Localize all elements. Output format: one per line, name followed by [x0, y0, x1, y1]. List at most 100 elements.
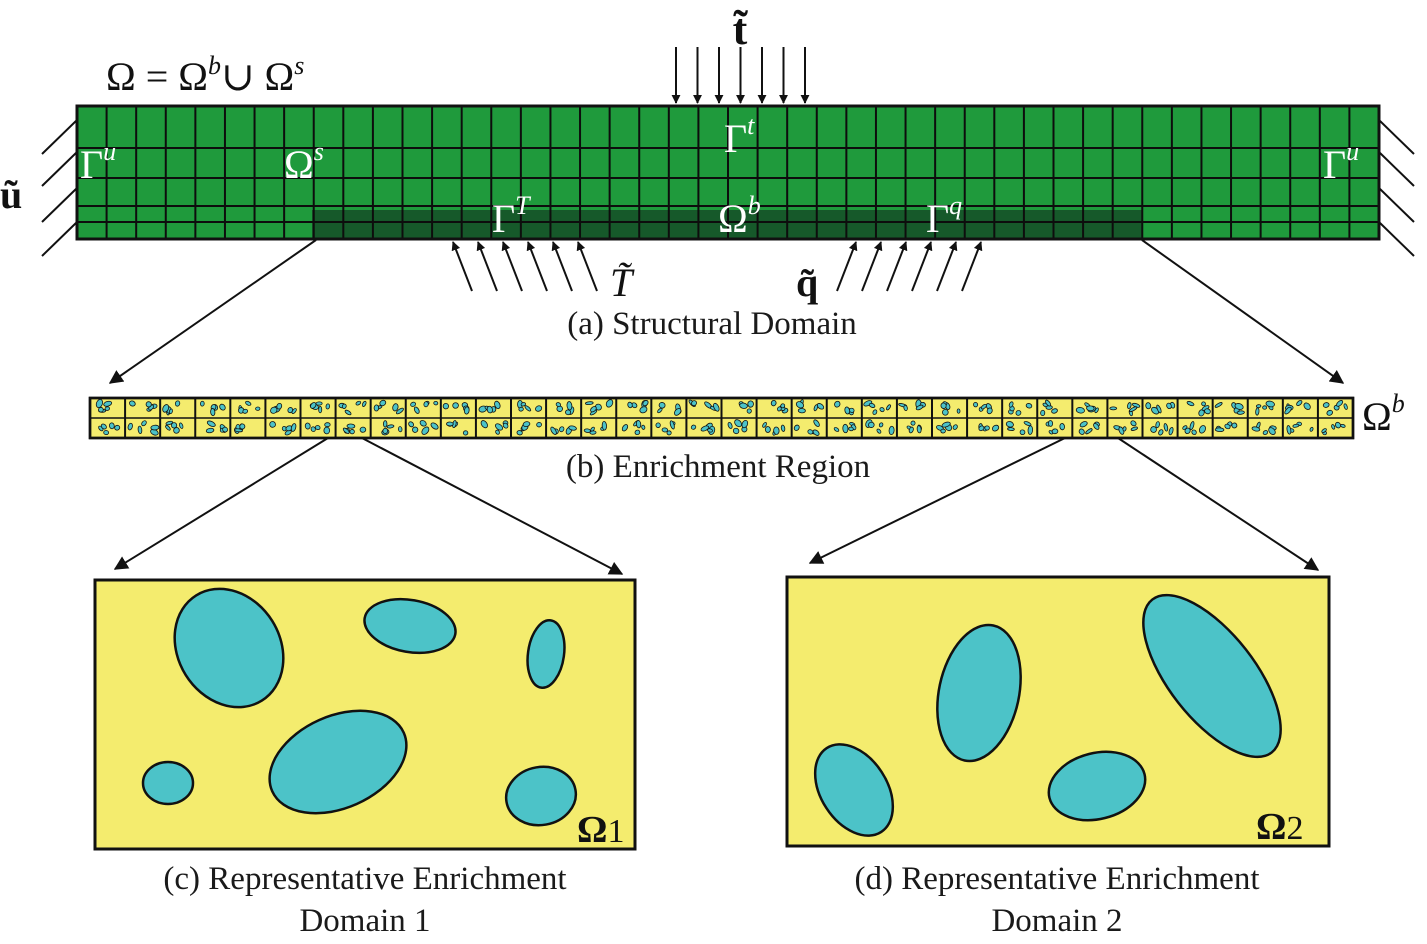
micro-inclusion: [1184, 427, 1191, 435]
micro-inclusion: [559, 426, 565, 433]
micro-inclusion: [127, 422, 133, 431]
micro-inclusion: [355, 400, 362, 406]
micro-inclusion: [324, 422, 331, 428]
micro-inclusion: [287, 407, 294, 414]
micro-inclusion: [903, 404, 908, 411]
micro-inclusion: [834, 400, 841, 408]
micro-inclusion: [494, 400, 501, 410]
micro-inclusion: [1005, 421, 1014, 428]
micro-inclusion: [812, 429, 820, 436]
micro-inclusion: [410, 401, 417, 407]
heat-flux-arrows: [836, 241, 983, 292]
micro-inclusion: [1326, 409, 1333, 416]
micro-inclusion: [1007, 427, 1015, 431]
micro-inclusion: [1059, 423, 1065, 431]
inclusion: [504, 765, 578, 827]
micro-inclusion: [245, 400, 252, 406]
micro-inclusion: [713, 402, 720, 412]
micro-inclusion: [1086, 405, 1095, 412]
micro-inclusion: [601, 420, 607, 431]
heat-flux-arrow: [836, 241, 858, 292]
enrichment-region-strip: [88, 396, 1355, 440]
micro-inclusion: [522, 421, 531, 428]
micro-inclusion: [419, 420, 427, 427]
micro-inclusion: [1336, 400, 1344, 407]
micro-inclusion: [210, 408, 216, 417]
traction-arrows: [671, 47, 810, 104]
heat-flux-arrow: [861, 241, 883, 292]
micro-inclusion: [1051, 408, 1058, 414]
micro-inclusion: [639, 406, 648, 414]
micro-inclusion: [495, 429, 500, 435]
micro-inclusion: [276, 402, 283, 410]
gamma-q-label: Γq: [926, 191, 962, 241]
micro-inclusion: [430, 422, 439, 430]
micro-inclusion: [1163, 423, 1169, 432]
micro-inclusion: [1189, 421, 1195, 431]
omega-s-label: Ωs: [284, 137, 324, 187]
micro-inclusion: [813, 404, 819, 412]
micro-inclusion: [100, 423, 107, 430]
micro-inclusion: [1027, 425, 1033, 435]
micro-inclusion: [661, 427, 669, 433]
micro-inclusion: [1130, 426, 1138, 431]
micro-inclusion: [518, 406, 524, 412]
micro-inclusion: [1335, 421, 1341, 429]
strip-cells: [90, 398, 1353, 438]
micro-inclusion: [833, 427, 840, 432]
representative-domain-2: Ω2: [785, 575, 1331, 848]
micro-inclusion: [1158, 429, 1164, 436]
micro-inclusion: [584, 401, 594, 406]
micro-inclusion: [137, 425, 143, 435]
micro-inclusion: [1130, 420, 1137, 427]
micro-inclusion: [323, 426, 331, 435]
micro-inclusion: [777, 406, 782, 412]
micro-inclusion: [346, 423, 356, 429]
caption-rve-2-line-2: Domain 2: [991, 903, 1122, 939]
micro-inclusion: [168, 408, 173, 415]
micro-inclusion: [1236, 410, 1245, 415]
micro-inclusion: [1309, 426, 1314, 432]
micro-inclusion: [1251, 426, 1261, 432]
micro-inclusion: [382, 427, 389, 434]
micro-inclusion: [1322, 402, 1330, 408]
micro-inclusion: [991, 424, 1000, 432]
caption-rve-1-line-1: (c) Representative Enrichment: [163, 861, 566, 897]
micro-inclusion: [315, 401, 323, 406]
caption-enrichment-region: (b) Enrichment Region: [566, 449, 870, 485]
micro-inclusion: [813, 419, 820, 427]
gamma-u-left-label: Γu: [80, 137, 116, 187]
heat-flux-arrow: [886, 241, 908, 292]
micro-inclusion: [621, 424, 629, 432]
micro-inclusion: [103, 400, 113, 407]
micro-inclusion: [878, 422, 884, 428]
micro-inclusion: [739, 402, 748, 409]
micro-inclusion: [872, 409, 878, 415]
micro-inclusion: [568, 425, 577, 431]
micro-inclusion: [1156, 404, 1162, 414]
micro-inclusion: [797, 408, 806, 414]
micro-inclusion: [314, 425, 321, 431]
micro-inclusion: [480, 420, 488, 429]
micro-inclusion: [179, 422, 184, 429]
micro-inclusion: [1078, 428, 1085, 435]
micro-inclusion: [550, 426, 557, 435]
micro-inclusion: [1015, 410, 1022, 416]
micro-inclusion: [536, 422, 542, 428]
micro-inclusion: [879, 407, 885, 413]
micro-inclusion: [1255, 407, 1260, 416]
temperature-arrows: [451, 241, 598, 292]
micro-inclusion: [910, 420, 916, 426]
micro-inclusion: [956, 408, 961, 414]
micro-inclusion: [635, 420, 642, 429]
micro-inclusion: [129, 400, 136, 407]
micro-inclusion: [691, 400, 697, 407]
micro-inclusion: [1268, 427, 1276, 435]
micro-inclusion: [1231, 422, 1238, 429]
micro-inclusion: [412, 426, 419, 433]
micro-inclusion: [642, 400, 649, 407]
micro-inclusion: [520, 402, 526, 407]
micro-inclusion: [1075, 407, 1085, 414]
inclusion: [141, 760, 195, 806]
